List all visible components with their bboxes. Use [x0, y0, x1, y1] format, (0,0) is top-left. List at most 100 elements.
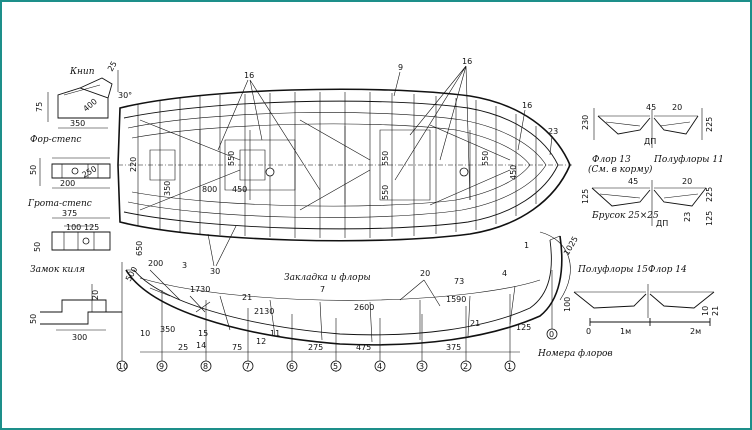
dim-12: 12	[256, 337, 266, 346]
dim-75: 75	[35, 102, 44, 112]
station-9-label: 9	[159, 362, 164, 371]
mast-step-aft	[265, 167, 275, 177]
station-2-label: 2	[463, 362, 468, 371]
dim-650: 650	[135, 241, 144, 256]
dim-10-flor: 10	[701, 306, 710, 316]
station-0	[546, 328, 558, 340]
callout-9: 9	[398, 63, 403, 72]
callout-7: 7	[320, 285, 325, 294]
callout-16-bow: 16	[522, 101, 532, 110]
callout-16-right: 16	[462, 57, 472, 66]
station-5-label: 5	[333, 362, 338, 371]
station-8	[200, 360, 212, 372]
dim-20: 20	[672, 103, 682, 112]
knap-title: Книп	[69, 67, 95, 77]
station-9	[156, 360, 168, 372]
dim-275: 275	[308, 343, 323, 352]
fer-steps-title: Фор-степс	[30, 135, 81, 145]
dim-550a: 550	[227, 151, 236, 166]
dim-20b: 20	[682, 177, 692, 186]
dim-400: 400	[82, 97, 99, 114]
knap-detail: Книп 75 350 400 30° 25	[35, 60, 132, 129]
station-4-label: 4	[377, 362, 382, 371]
dim-1025: 1025	[562, 235, 580, 257]
callout-1: 1	[524, 241, 529, 250]
callout-20: 20	[420, 269, 430, 278]
dim-75-bot: 75	[232, 343, 242, 352]
dim-11: 11	[270, 329, 280, 338]
dim-125b: 125	[581, 189, 590, 204]
callout-21-bow: 21	[470, 319, 480, 328]
scale-1m: 1м	[620, 327, 631, 336]
zamok-detail: Замок киля 300 50 20	[29, 265, 122, 342]
station-2	[460, 360, 472, 372]
station-3-label: 3	[419, 362, 424, 371]
station-6-label: 6	[289, 362, 294, 371]
dim-550d: 550	[481, 151, 490, 166]
dim-2600: 2600	[354, 303, 374, 312]
station-8-label: 8	[203, 362, 208, 371]
dim-100: 100	[66, 223, 81, 232]
dim-350b: 350	[163, 181, 172, 196]
dim-100-flor: 100	[563, 297, 572, 312]
dim-550c: 550	[381, 185, 390, 200]
station-3	[416, 360, 428, 372]
dim-500: 500	[124, 265, 139, 283]
callout-21-keel: 21	[242, 293, 252, 302]
scale-2m: 2м	[690, 327, 701, 336]
station-10	[116, 360, 128, 372]
dim-125d: 125	[516, 323, 531, 332]
dim-350c: 350	[160, 325, 175, 334]
dim-10: 10	[140, 329, 150, 338]
dim-125: 125	[84, 223, 99, 232]
dp-label-1: ДП	[644, 137, 656, 146]
poluflor11-title: Полуфлоры 11	[653, 155, 724, 165]
dim-475: 475	[356, 343, 371, 352]
dim-45: 45	[646, 103, 656, 112]
flor-details-top: 230 20 45 225 ДП Флор 13 (См. в корму) П…	[581, 103, 724, 228]
keel-profile-view: Закладка и флоры 500 650 200 1730 21 213…	[116, 231, 613, 372]
dim-50-zamok: 50	[29, 314, 38, 324]
dim-1730: 1730	[190, 285, 210, 294]
dim-2130: 2130	[254, 307, 274, 316]
dim-14: 14	[196, 341, 206, 350]
grota-steps-detail: Грота-степс 375 100 125 50	[27, 199, 111, 252]
flor13-title: Флор 13	[592, 155, 631, 165]
station-4	[374, 360, 386, 372]
station-6	[286, 360, 298, 372]
dim-23: 23	[683, 212, 692, 222]
dim-375b: 375	[446, 343, 461, 352]
callout-23: 23	[548, 127, 558, 136]
flor13-note: (См. в корму)	[588, 164, 653, 175]
callout-30: 30	[210, 267, 220, 276]
nomera-florov-label: Номера флоров	[537, 349, 613, 359]
grota-steps-title: Грота-степс	[27, 199, 92, 209]
dim-200c: 200	[148, 259, 163, 268]
station-10-label: 10	[118, 362, 128, 371]
dim-21-flor: 21	[711, 306, 720, 316]
dim-800: 800	[202, 185, 217, 194]
hull-plan-view: 220 350 800 450 550 550 550 550 450 9 16…	[117, 57, 572, 276]
station-7	[242, 360, 254, 372]
flor-details-bottom: Полуфлоры 15 Флор 14 100 10 21 0 1м 2м	[563, 265, 720, 336]
station-0-label: 0	[549, 330, 554, 339]
dim-125c: 125	[705, 211, 714, 226]
dim-25-bot: 25	[178, 343, 188, 352]
dim-300: 300	[72, 333, 87, 342]
hull-frames	[137, 92, 537, 238]
station-5	[330, 360, 342, 372]
zamok-title: Замок киля	[30, 265, 85, 275]
scale-0: 0	[586, 327, 591, 336]
dim-1590: 1590	[446, 295, 466, 304]
dim-225: 225	[705, 117, 714, 132]
dim-15: 15	[198, 329, 208, 338]
fer-steps-detail: Фор-степс 50 200 250	[29, 135, 111, 189]
dim-25: 25	[106, 60, 119, 73]
dim-375: 375	[62, 209, 77, 218]
dim-450: 450	[232, 185, 247, 194]
zakladka-title: Закладка и флоры	[284, 273, 371, 283]
bottom-dimension-line: 350 25 14 15 75 12 11 275 475 375 10	[140, 325, 520, 353]
dim-230: 230	[581, 115, 590, 130]
dim-550b: 550	[381, 151, 390, 166]
